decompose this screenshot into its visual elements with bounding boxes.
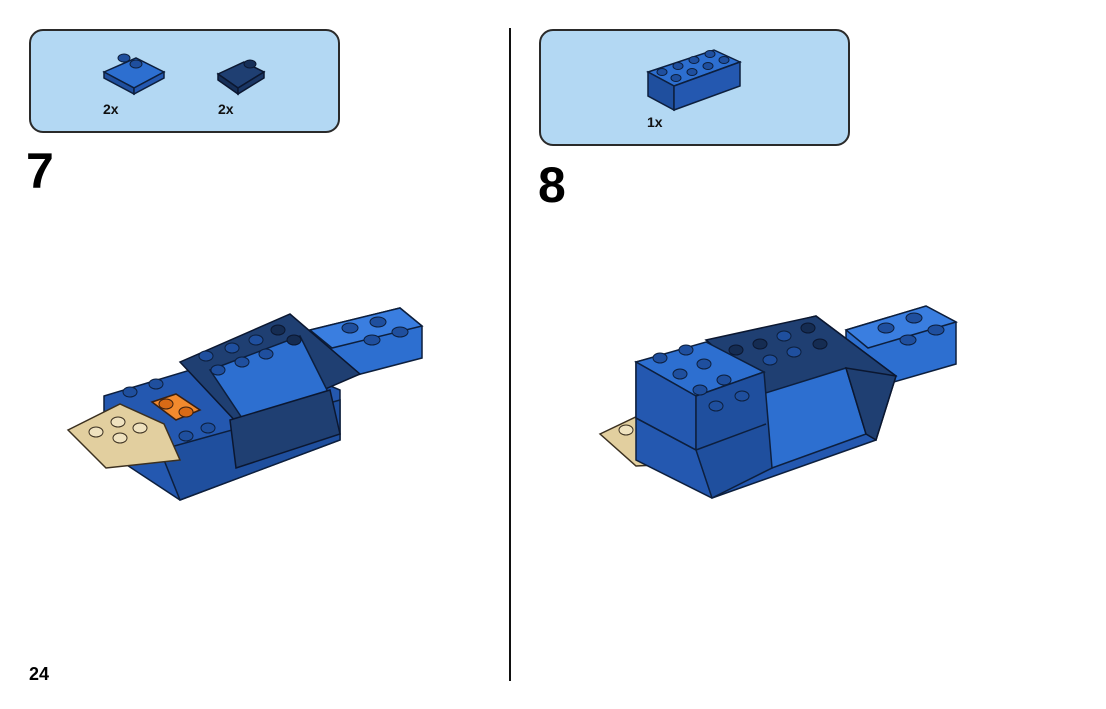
step7-model-illustration (66, 307, 424, 501)
step7-part2-qty: 2x (218, 101, 234, 117)
step7-number: 7 (26, 143, 54, 199)
step8-number: 8 (538, 157, 566, 213)
page-divider (509, 28, 511, 681)
page-number: 24 (29, 664, 50, 684)
step7-parts-box (29, 29, 340, 133)
dark-blue-slope-brick-icon (216, 59, 266, 96)
blue-slope-brick-icon (102, 53, 166, 96)
blue-2x4-brick-icon (646, 49, 742, 112)
step8-part1-qty: 1x (647, 114, 663, 130)
step8-model-illustration (598, 305, 958, 500)
step7-part1-qty: 2x (103, 101, 119, 117)
